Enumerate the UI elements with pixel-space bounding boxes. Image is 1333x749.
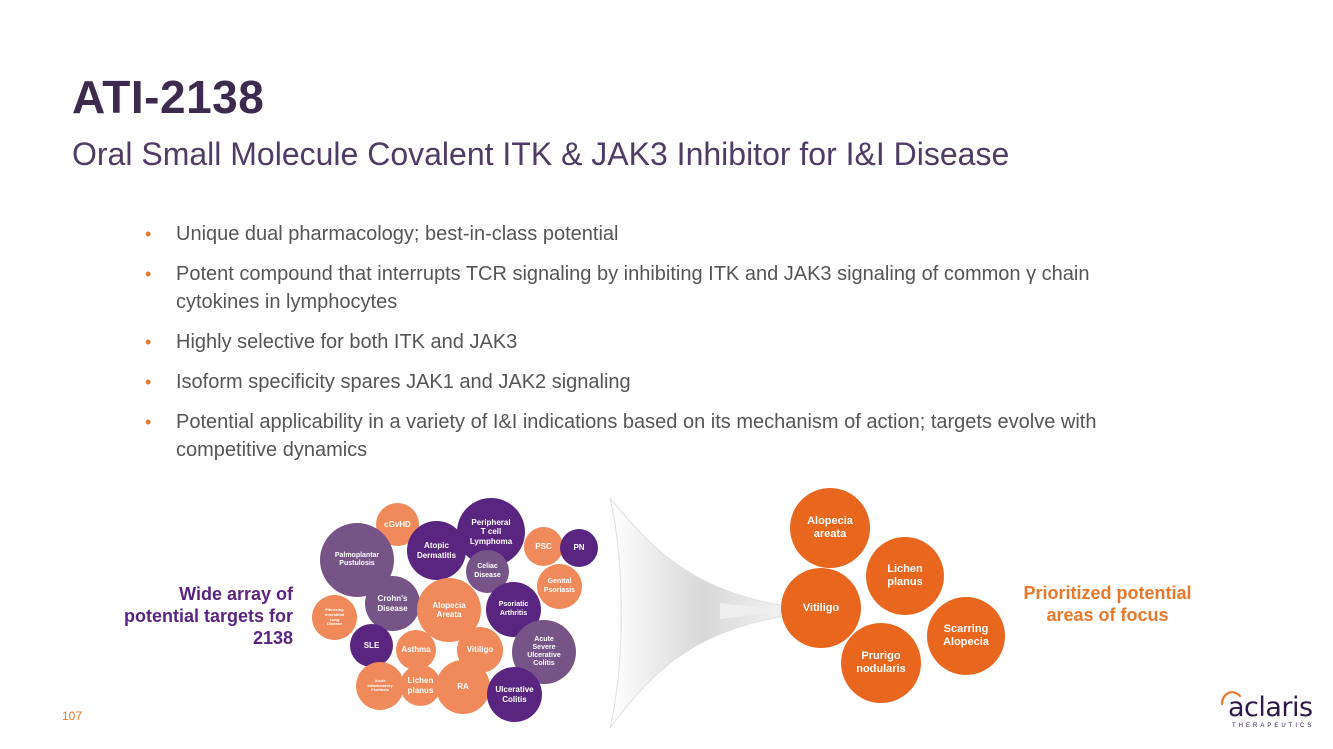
funnel-graphic	[609, 497, 785, 729]
target-bubble-asthma: Asthma	[396, 630, 436, 670]
target-bubble-genital-psoriasis: Genital Psoriasis	[537, 564, 582, 609]
slide-title: ATI-2138	[72, 71, 265, 123]
targets-label: Wide array of potential targets for 2138	[123, 584, 293, 648]
bullet-item: Potent compound that interrupts TCR sign…	[145, 260, 1105, 316]
logo-tagline: THERAPEUTICS	[1232, 723, 1315, 729]
target-bubble-pn: PN	[560, 529, 598, 567]
target-bubble-atopic-dermatitis: Atopic Dermatitis	[407, 521, 466, 580]
bullet-item: Potential applicability in a variety of …	[145, 408, 1105, 464]
target-bubble-ulcerative-colitis: Ulcerative Colitis	[487, 667, 542, 722]
bullet-item: Isoform specificity spares JAK1 and JAK2…	[145, 368, 1105, 396]
target-bubble-crohns-disease: Crohn's Disease	[365, 576, 420, 631]
target-bubble-psc: PSC	[524, 527, 563, 566]
focus-bubble-lichen-planus: Lichen planus	[866, 537, 944, 615]
target-bubble-acute-severe-ulcerative-colitis: Acute Severe Ulcerative Colitis	[512, 620, 576, 684]
target-bubble-lichen-planus: Lichen planus	[400, 665, 441, 706]
target-bubble-fibrosing-ild: Fibrosing Interstitial Lung Disease	[312, 595, 357, 640]
focus-bubble-prurigo-nodularis: Prurigo nodularis	[841, 623, 921, 703]
focus-bubble-scarring-alopecia: Scarring Alopecia	[927, 597, 1005, 675]
page-number: 107	[62, 709, 83, 723]
target-bubble-ra: RA	[436, 660, 490, 714]
focus-bubble-alopecia-areata: Alopecia areata	[790, 488, 870, 568]
target-bubble-sle: SLE	[350, 624, 393, 667]
focus-label: Prioritized potential areas of focus	[1023, 583, 1192, 625]
bullet-item: Highly selective for both ITK and JAK3	[145, 328, 1105, 356]
focus-bubble-vitiligo: Vitiligo	[781, 568, 861, 648]
slide-subtitle: Oral Small Molecule Covalent ITK & JAK3 …	[72, 136, 1010, 172]
bullet-item: Unique dual pharmacology; best-in-class …	[145, 220, 1105, 248]
aclaris-logo-icon	[1220, 691, 1242, 706]
bullet-list: Unique dual pharmacology; best-in-class …	[145, 220, 1105, 476]
logo-wordmark: aclaris	[1228, 692, 1313, 723]
target-bubble-acute-inflammatory-psoriasis: Acute Inflammatory Psoriasis	[356, 662, 404, 710]
